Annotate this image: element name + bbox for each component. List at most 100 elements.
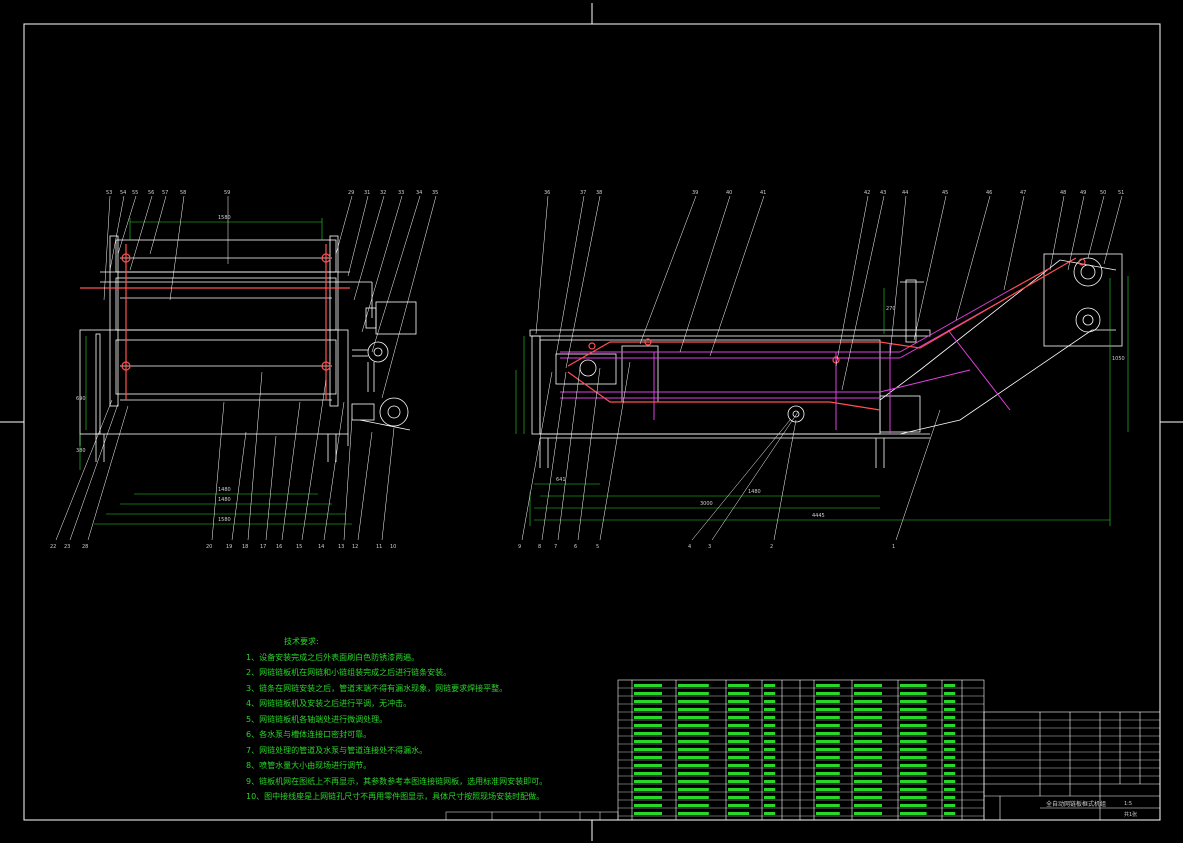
table-cell-text — [854, 724, 882, 727]
dim-side-h2: 1050 — [1112, 356, 1125, 362]
table-cell-text — [678, 788, 709, 791]
requirement-item: 9、链板机网在图纸上不再显示，其参数参考本图连接链网板，选用标准网安装即可。 — [246, 776, 548, 786]
callout-number: 28 — [82, 544, 88, 550]
callout-number: 47 — [1020, 190, 1026, 196]
callout-number: 2 — [770, 544, 773, 550]
front-view — [79, 235, 417, 462]
callout-number: 34 — [416, 190, 422, 196]
table-cell-text — [678, 724, 709, 727]
table-cell-text — [678, 732, 709, 735]
callout-number: 4 — [688, 544, 691, 550]
table-cell-text — [816, 700, 840, 703]
table-cell-text — [634, 716, 662, 719]
requirement-item: 6、各水泵与槽体连接口密封可靠。 — [246, 730, 372, 739]
callout-number: 13 — [338, 544, 344, 550]
callout-number: 50 — [1100, 190, 1106, 196]
table-cell-text — [816, 748, 840, 751]
dim-side-h1: 270 — [886, 306, 896, 312]
callout-number: 9 — [518, 544, 521, 550]
table-cell-text — [944, 796, 956, 799]
table-cell-text — [854, 756, 882, 759]
callout-number: 54 — [120, 190, 126, 196]
table-cell-text — [678, 804, 709, 807]
dimension-texts: 1580 1480 1480 1580 690 380 1480 3000 44… — [76, 215, 1125, 523]
table-cell-text — [728, 764, 749, 767]
table-cell-text — [900, 724, 927, 727]
table-cell-text — [678, 780, 709, 783]
table-cell-text — [678, 748, 709, 751]
table-cell-text — [728, 756, 749, 759]
table-cell-text — [854, 708, 882, 711]
table-cell-text — [900, 748, 927, 751]
table-cell-text — [900, 812, 927, 815]
dim-front-b3: 1580 — [218, 517, 231, 523]
callout-number: 57 — [162, 190, 168, 196]
table-cell-text — [764, 764, 776, 767]
dim-side-b2: 3000 — [700, 501, 713, 507]
parts-list-cells — [634, 684, 956, 815]
drawing-sheet: 共1张 — [1124, 811, 1137, 818]
sheet-border — [0, 3, 1183, 841]
side-view-piping — [560, 289, 1011, 434]
table-cell-text — [728, 684, 749, 687]
table-cell-text — [900, 772, 927, 775]
callout-number: 36 — [544, 190, 550, 196]
table-cell-text — [728, 748, 749, 751]
table-cell-text — [764, 724, 776, 727]
callout-number: 38 — [596, 190, 602, 196]
revision-strip — [445, 811, 619, 821]
table-cell-text — [678, 812, 709, 815]
callout-number: 53 — [106, 190, 112, 196]
table-cell-text — [634, 804, 662, 807]
table-cell-text — [854, 748, 882, 751]
table-cell-text — [854, 764, 882, 767]
table-cell-text — [678, 708, 709, 711]
title-block — [983, 711, 1161, 821]
table-cell-text — [900, 692, 927, 695]
table-cell-text — [944, 764, 956, 767]
requirement-item: 10、图中接线座是上网链孔尺寸不再用零件图显示，具体尺寸按照现场安装时配做。 — [246, 792, 545, 801]
callout-number: 20 — [206, 544, 212, 550]
table-cell-text — [764, 796, 776, 799]
table-cell-text — [900, 700, 927, 703]
callout-number: 41 — [760, 190, 766, 196]
callout-number: 33 — [398, 190, 404, 196]
table-cell-text — [634, 788, 662, 791]
callout-number: 14 — [318, 544, 324, 550]
side-view-chain — [567, 257, 1086, 411]
table-cell-text — [678, 684, 709, 687]
table-cell-text — [634, 708, 662, 711]
table-cell-text — [816, 740, 840, 743]
table-cell-text — [944, 700, 956, 703]
dim-side-b4: 641 — [556, 477, 566, 483]
table-cell-text — [816, 788, 840, 791]
table-cell-text — [900, 764, 927, 767]
dim-front-top: 1580 — [218, 215, 231, 221]
requirement-item: 1、设备安装完成之后外表面刷白色防锈漆两遍。 — [246, 652, 420, 662]
table-cell-text — [944, 772, 956, 775]
table-cell-text — [678, 756, 709, 759]
callout-number: 46 — [986, 190, 992, 196]
table-cell-text — [944, 684, 956, 687]
table-cell-text — [816, 780, 840, 783]
callout-number: 5 — [596, 544, 599, 550]
table-cell-text — [764, 756, 776, 759]
callout-number: 19 — [226, 544, 232, 550]
table-cell-text — [634, 748, 662, 751]
callout-number: 49 — [1080, 190, 1086, 196]
technical-requirements-title: 技术要求: — [284, 637, 319, 646]
requirement-item: 7、网链处理的管道及水泵与管道连接处不得漏水。 — [246, 745, 428, 755]
callout-number: 48 — [1060, 190, 1066, 196]
requirement-item: 2、网链链板机在网链和小链组装完成之后进行链条安装。 — [246, 668, 452, 677]
table-cell-text — [764, 788, 776, 791]
table-cell-text — [678, 700, 709, 703]
table-cell-text — [764, 740, 776, 743]
table-cell-text — [816, 724, 840, 727]
callout-number: 3 — [708, 544, 711, 550]
callout-number: 22 — [50, 544, 56, 550]
leader-lines — [55, 195, 1123, 541]
table-cell-text — [764, 748, 776, 751]
table-cell-text — [678, 716, 709, 719]
callout-number: 8 — [538, 544, 541, 550]
table-cell-text — [764, 804, 776, 807]
